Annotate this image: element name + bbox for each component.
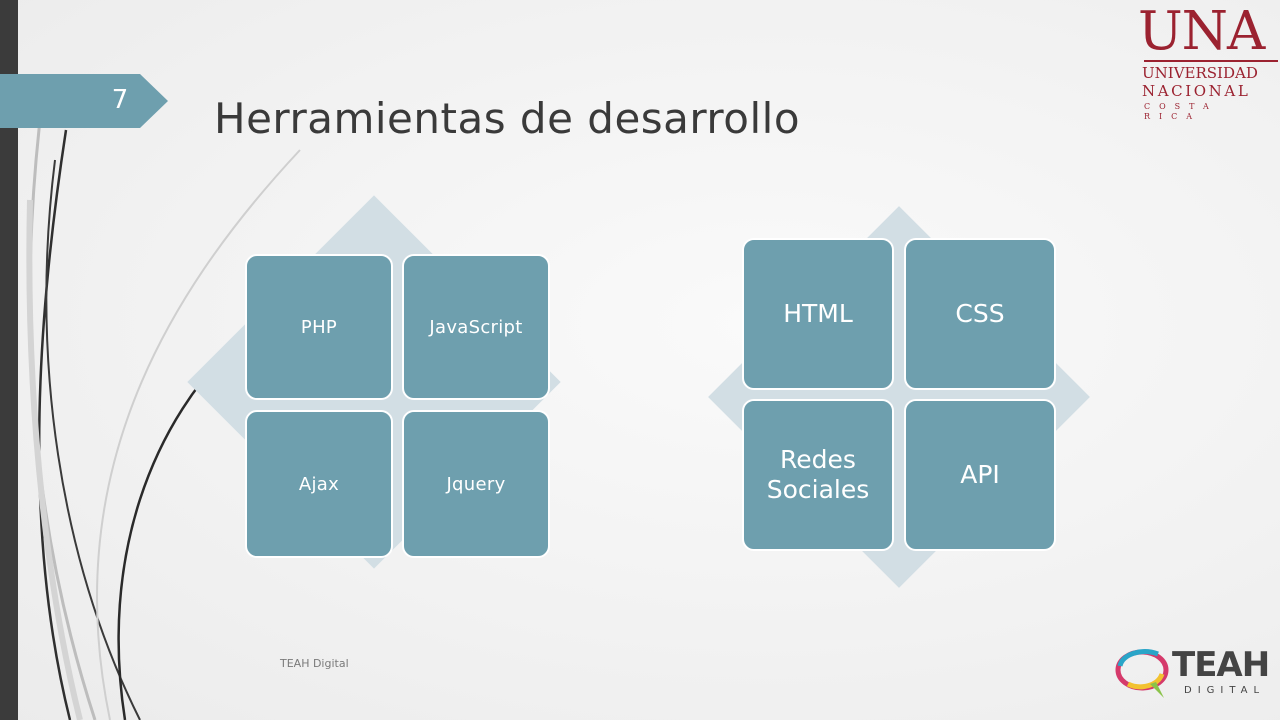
tile-redes-sociales: Redes Sociales xyxy=(742,399,894,551)
teah-logo: TEAH DIGITAL xyxy=(1112,644,1272,704)
una-logo-line1: UNIVERSIDAD xyxy=(1142,64,1258,82)
slide-number: 7 xyxy=(111,85,129,115)
una-logo-rule xyxy=(1144,60,1278,62)
tile-css: CSS xyxy=(904,238,1056,390)
una-logo-main: UNA xyxy=(1138,1,1265,62)
footer-text: TEAH Digital xyxy=(280,657,349,670)
decorative-curves xyxy=(26,119,301,720)
una-logo-line2: NACIONAL xyxy=(1142,82,1251,100)
slide-number-tab xyxy=(0,74,168,128)
una-logo-line3: COSTA RICA xyxy=(1144,102,1218,121)
tile-ajax: Ajax xyxy=(245,410,393,558)
tile-javascript: JavaScript xyxy=(402,254,550,400)
tile-api: API xyxy=(904,399,1056,551)
teah-logo-word: TEAH xyxy=(1172,645,1270,685)
teah-logo-sub: DIGITAL xyxy=(1184,685,1266,696)
tile-html: HTML xyxy=(742,238,894,390)
slide-title: Herramientas de desarrollo xyxy=(214,94,801,143)
una-logo: UNA UNIVERSIDAD NACIONAL COSTA RICA xyxy=(1138,2,1278,121)
teah-logo-icon xyxy=(1115,649,1169,698)
tile-php: PHP xyxy=(245,254,393,400)
tile-jquery: Jquery xyxy=(402,410,550,558)
left-dark-bar xyxy=(0,0,18,720)
